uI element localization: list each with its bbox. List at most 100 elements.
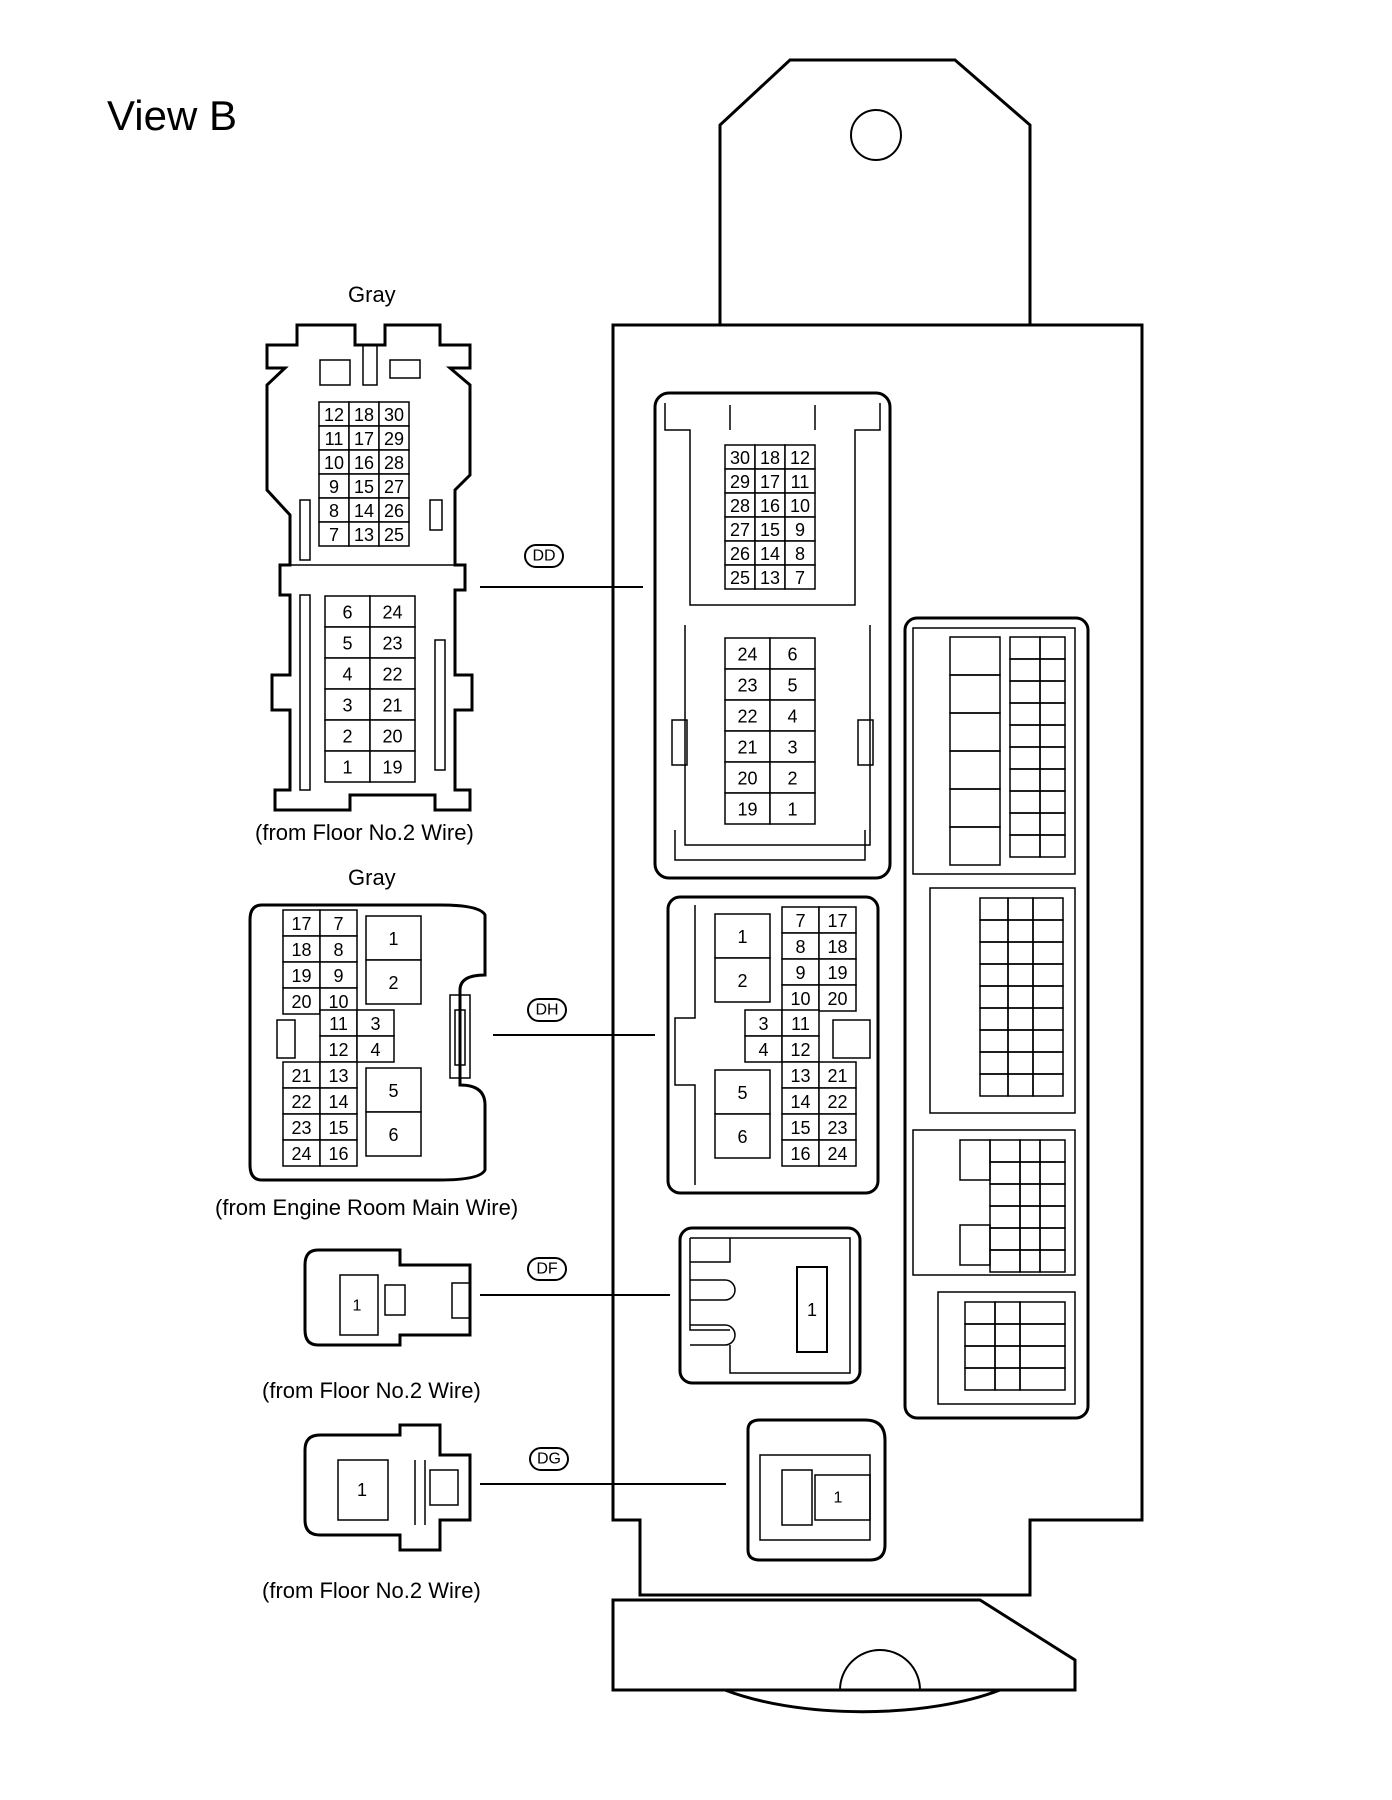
dh-block-pin: 8: [795, 937, 805, 957]
dd-harness-pin: 26: [384, 501, 404, 521]
dh-harness-pin: 7: [333, 914, 343, 934]
relay-cell: [1039, 1139, 1066, 1163]
relay-cell: [912, 627, 1076, 875]
dh-harness-pin-cell: [282, 987, 321, 1015]
relay-cell: [1039, 1183, 1066, 1207]
dd-harness-pin: 10: [324, 453, 344, 473]
dd-source-label: (from Floor No.2 Wire): [255, 820, 474, 845]
relay-cell: [1019, 1205, 1041, 1229]
dd-block-pin: 18: [760, 448, 780, 468]
dd-block-pin: 24: [737, 645, 757, 665]
dd-block-housing: [653, 391, 892, 880]
dd-block-pin: 25: [730, 568, 750, 588]
dd-harness-pin: 5: [342, 634, 352, 654]
relay-cell: [1009, 768, 1041, 792]
dd-block-pin: 21: [737, 738, 757, 758]
dd-harness-pin: 25: [384, 525, 404, 545]
relay-cell: [1032, 1051, 1064, 1075]
dd-block-pin-cell: [769, 730, 816, 763]
relay-cell: [949, 826, 1001, 866]
dh-block-pin: 15: [790, 1118, 810, 1138]
relay-cell: [1019, 1227, 1041, 1251]
dh-block-pin: 17: [827, 911, 847, 931]
dh-block-pin: 18: [827, 937, 847, 957]
relay-cell: [1039, 746, 1066, 770]
relay-cell: [959, 1224, 991, 1266]
relay-cell: [1032, 897, 1064, 921]
dh-harness-pin-cell: [319, 1061, 358, 1089]
dd-harness-pin-cell: [324, 626, 371, 659]
dh-block-pin-cell: [714, 913, 771, 959]
dh-block-pin: 9: [795, 963, 805, 983]
dh-block-pin: 5: [737, 1083, 747, 1103]
relay-cell: [1009, 746, 1041, 770]
relay-cell: [964, 1367, 996, 1391]
dh-block-housing: [666, 895, 880, 1195]
dh-block-pin-cell: [781, 958, 820, 986]
dd-block-pin: 7: [795, 568, 805, 588]
dg-code-badge: DG: [529, 1447, 569, 1471]
dh-block-pin-cell: [744, 1009, 783, 1037]
bottom-arc: [724, 1688, 1001, 1714]
dd-harness-pin: 19: [382, 758, 402, 778]
dd-block-pin: 30: [730, 448, 750, 468]
relay-cell: [1019, 1161, 1041, 1185]
relay-cell: [1032, 941, 1064, 965]
df-harness-connector: 1 (from Floor No.2 Wire): [262, 1248, 481, 1403]
dd-block-pin: 2: [787, 769, 797, 789]
relay-cell: [964, 1301, 996, 1325]
dd-harness-pin: 6: [342, 603, 352, 623]
df-source-label: (from Floor No.2 Wire): [262, 1378, 481, 1403]
dh-harness-pin: 14: [328, 1092, 348, 1112]
dh-harness-pin-cell: [282, 1139, 321, 1167]
dd-harness-pin-cell: [324, 750, 371, 783]
relay-cell: [1019, 1139, 1041, 1163]
dg-block-connector: 1: [746, 1418, 887, 1562]
view-title: View B: [107, 92, 237, 139]
relay-cell: [994, 1323, 1021, 1347]
dd-block-pin: 20: [737, 769, 757, 789]
dh-block-pin-cell: [714, 957, 771, 1003]
dd-block-pin: 19: [737, 800, 757, 820]
dh-block-pin: 22: [827, 1092, 847, 1112]
dg-harness-pin: 1: [357, 1480, 367, 1500]
df-code-badge: DF: [527, 1257, 567, 1281]
dh-harness-pin-cell: [282, 961, 321, 989]
dh-block-pin: 19: [827, 963, 847, 983]
dh-code-badge: DH: [527, 998, 567, 1022]
dd-block-pin: 27: [730, 520, 750, 540]
relay-cell: [979, 1051, 1009, 1075]
dh-harness-pin-cell: [365, 959, 422, 1005]
dg-harness-housing: [303, 1423, 472, 1552]
dd-harness-pin: 24: [382, 603, 402, 623]
dh-harness-pin: 12: [328, 1040, 348, 1060]
dd-block-pin: 10: [790, 496, 810, 516]
dd-harness-pin: 7: [329, 525, 339, 545]
dh-harness-pin-cell: [319, 961, 358, 989]
dh-harness-pin: 18: [291, 940, 311, 960]
right-relay-panel: [903, 616, 1090, 1420]
dd-block-upper-frame: [664, 403, 881, 606]
dh-harness-pin: 17: [291, 914, 311, 934]
relay-cell: [1007, 941, 1034, 965]
relay-cell: [1007, 1051, 1034, 1075]
dd-harness-pin-cell: [348, 401, 380, 427]
dh-harness-pin-cell: [319, 1139, 358, 1167]
relay-cell: [989, 1161, 1021, 1185]
dd-harness-pin: 30: [384, 405, 404, 425]
df-block-pin-slot: [796, 1266, 828, 1353]
dd-block-pin-cell: [784, 492, 816, 518]
dh-block-pin: 24: [827, 1144, 847, 1164]
relay-cell: [989, 1249, 1021, 1273]
relay-cell: [1039, 768, 1066, 792]
dh-block-pin: 6: [737, 1127, 747, 1147]
dh-harness-pin: 21: [291, 1066, 311, 1086]
dd-harness-pin: 3: [342, 696, 352, 716]
dh-harness-pin-cell: [319, 909, 358, 937]
dd-block-pin-cell: [724, 468, 756, 494]
dd-block-pin: 5: [787, 676, 797, 696]
